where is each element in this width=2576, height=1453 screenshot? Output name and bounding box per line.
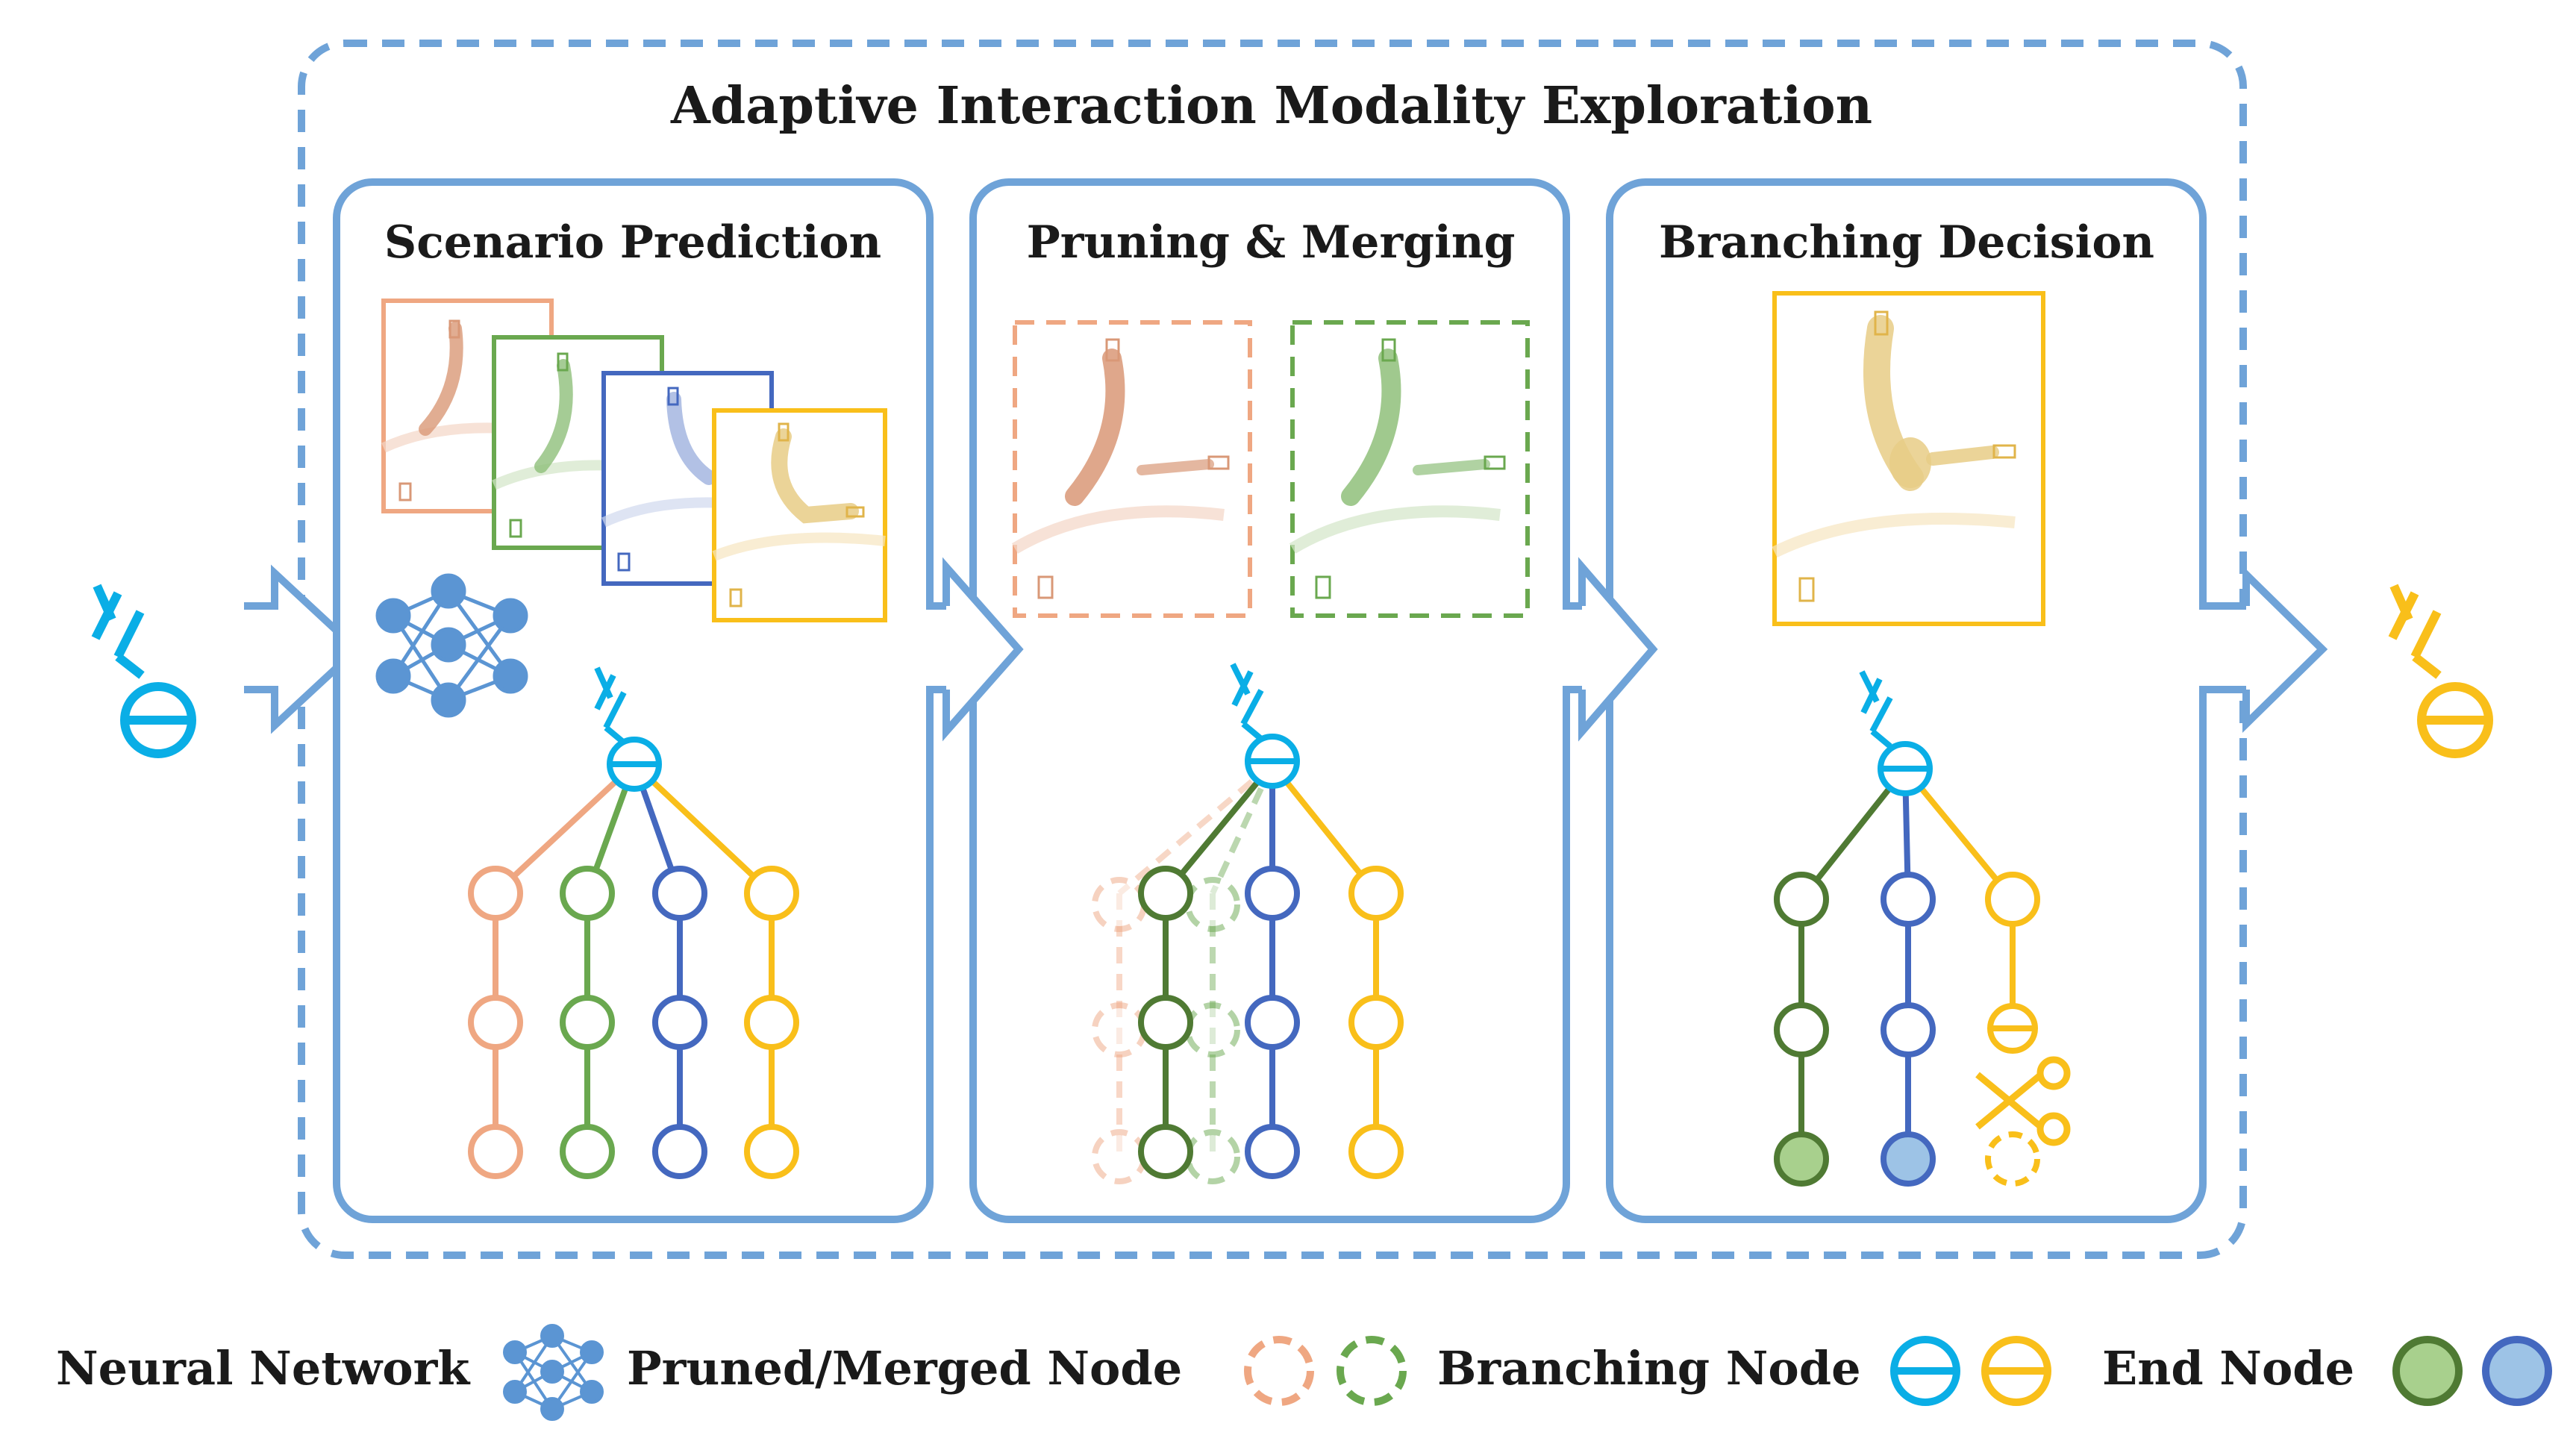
legend-pruned-node-orange bbox=[1244, 1336, 1314, 1406]
legend-label-pruned-merged-node: Pruned/Merged Node bbox=[627, 1341, 1182, 1396]
tree-branching-decision bbox=[1774, 766, 2040, 1187]
neural-network-icon bbox=[375, 573, 528, 718]
legend: Neural Network Pruned/Merged Node Branch… bbox=[56, 1324, 2552, 1421]
input-branching-node-icon bbox=[91, 584, 196, 758]
panel-label-branching-decision: Branching Decision bbox=[1659, 216, 2154, 269]
end-node-blue bbox=[1881, 1131, 1936, 1187]
panel-label-scenario-prediction: Scenario Prediction bbox=[384, 216, 881, 269]
neural-network-icon bbox=[503, 1324, 604, 1421]
branching-node-icon bbox=[1859, 670, 1933, 796]
tree-scenario-prediction bbox=[468, 762, 799, 1179]
branching-node-icon bbox=[1890, 1336, 2051, 1406]
branching-node-icon bbox=[1987, 1003, 2038, 1054]
tree-pruning-merging bbox=[1092, 761, 1404, 1184]
branching-node-icon bbox=[1230, 663, 1300, 789]
decision-scenario-card-yellow bbox=[1772, 291, 2045, 626]
legend-label-neural-network: Neural Network bbox=[56, 1341, 471, 1396]
legend-pruned-node-green bbox=[1337, 1336, 1407, 1406]
legend-label-end-node: End Node bbox=[2102, 1341, 2354, 1396]
merged-scenario-card-green bbox=[1289, 320, 1530, 618]
branching-node-icon bbox=[594, 666, 662, 792]
scissors-icon bbox=[1975, 1056, 2071, 1146]
end-node-green bbox=[1774, 1131, 1829, 1187]
legend-end-node-green bbox=[2392, 1336, 2463, 1406]
scenario-card-yellow bbox=[712, 408, 887, 622]
legend-label-branching-node: Branching Node bbox=[1437, 1341, 1861, 1396]
panel-label-pruning-merging: Pruning & Merging bbox=[1027, 216, 1516, 269]
legend-end-node-blue bbox=[2482, 1336, 2552, 1406]
exploration-title: Adaptive Interaction Modality Exploratio… bbox=[670, 76, 1872, 136]
merged-scenario-card-orange bbox=[1011, 320, 1252, 618]
output-branching-node-icon bbox=[2388, 584, 2493, 758]
